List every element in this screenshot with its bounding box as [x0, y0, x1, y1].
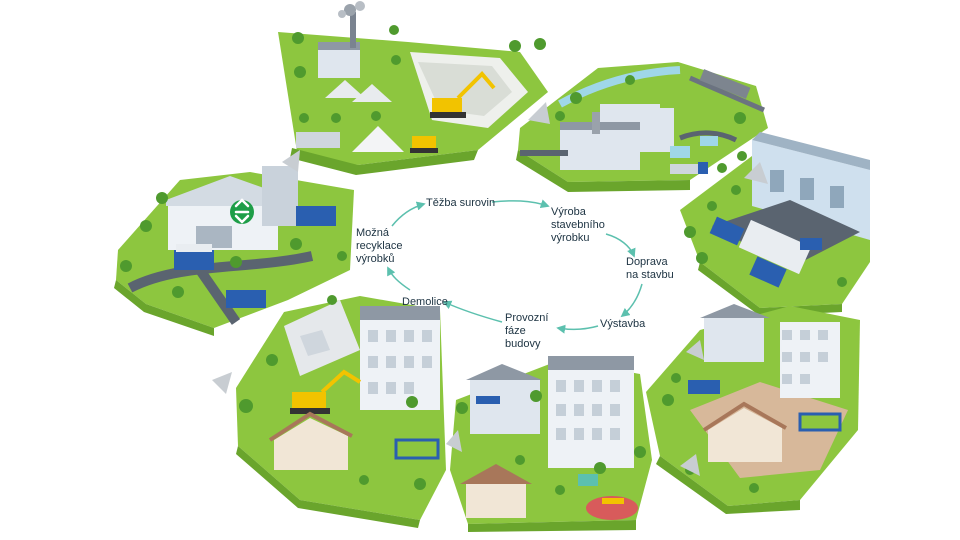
cycle-arrows — [387, 199, 643, 334]
arrow-demolition-to-recycling — [387, 266, 411, 291]
tile-construction — [646, 304, 860, 514]
pointer-triangle — [282, 150, 300, 172]
step-label-transport: Doprava na stavbu — [626, 256, 674, 281]
tile-demolition — [236, 295, 446, 528]
arrow-construction-to-operation — [556, 324, 599, 334]
pointer-triangle — [680, 454, 700, 476]
truck-icon — [670, 162, 708, 174]
truck-icon — [174, 244, 214, 270]
tile-transport — [680, 132, 870, 316]
arrow-production-to-transport — [605, 233, 636, 258]
step-label-construction: Výstavba — [600, 318, 646, 330]
step-label-recycling: Možná recyklace výrobků — [356, 227, 403, 265]
tile-production — [516, 62, 768, 192]
pointer-triangle — [744, 162, 768, 184]
tile-operation — [450, 356, 652, 532]
pointer-triangle — [446, 430, 462, 452]
excavator-icon — [430, 71, 496, 118]
arrow-recycling-to-extraction — [391, 201, 426, 227]
pointer-triangle — [212, 372, 232, 394]
arrow-transport-to-construction — [620, 283, 643, 318]
excavator-icon — [290, 369, 362, 414]
step-label-operation: Provozní fáze budovy — [505, 312, 549, 350]
step-label-extraction: Těžba surovin — [426, 197, 496, 209]
truck-icon — [738, 219, 812, 288]
cycle-pointers — [212, 102, 768, 476]
arrow-extraction-to-production — [491, 199, 550, 208]
step-label-production: Výroba stavebního výrobku — [551, 206, 605, 244]
arrow-operation-to-demolition — [442, 300, 503, 323]
tile-recycling — [114, 166, 354, 336]
pointer-triangle — [528, 102, 550, 124]
pointer-triangle — [686, 340, 704, 360]
tile-extraction — [278, 1, 548, 175]
recycle-icon — [230, 198, 254, 224]
step-label-demolition: Demolice — [402, 296, 448, 308]
